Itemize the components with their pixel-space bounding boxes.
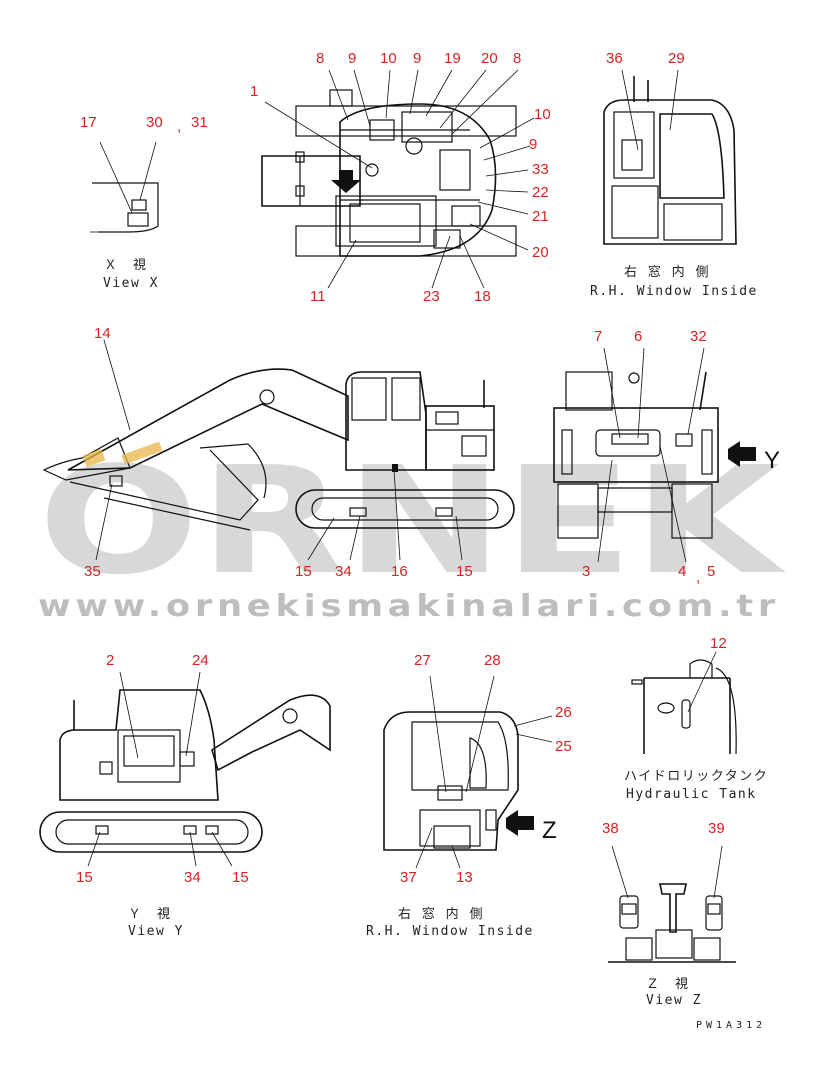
side-view-drawing xyxy=(42,339,515,561)
callout-15c: 15 xyxy=(76,869,93,886)
callout-17: 17 xyxy=(80,114,97,131)
callout-1: 1 xyxy=(250,83,258,100)
callout-23: 23 xyxy=(423,288,440,305)
callout-12: 12 xyxy=(710,635,727,652)
top-plan-view-drawing xyxy=(261,89,517,257)
rh-window-bottom-caption-jp: 右 窓 内 側 xyxy=(398,906,484,922)
view-z-letter: Z xyxy=(542,817,557,844)
callout-34a: 34 xyxy=(335,563,352,580)
callout-22: 22 xyxy=(532,184,549,201)
callout-15a: 15 xyxy=(295,563,312,580)
callout-10b: 10 xyxy=(534,106,551,123)
callout-28: 28 xyxy=(484,652,501,669)
view-x-caption-en: View X xyxy=(103,276,159,291)
callout-35: 35 xyxy=(84,563,101,580)
callout-9a: 9 xyxy=(348,50,356,67)
callout-39: 39 xyxy=(708,820,725,837)
view-x-caption-jp: Ｘ 視 xyxy=(104,258,148,273)
view-y-drawing xyxy=(39,671,331,867)
callout-3: 3 xyxy=(582,563,590,580)
callout-34b: 34 xyxy=(184,869,201,886)
rh-window-bottom-drawing xyxy=(383,675,553,869)
callout-4: 4 xyxy=(678,563,686,580)
callout-9b: 9 xyxy=(413,50,421,67)
rh-window-top-caption-jp: 右 窓 内 側 xyxy=(624,264,710,280)
view-z-drawing xyxy=(608,845,736,963)
callout-13: 13 xyxy=(456,869,473,886)
view-y-letter: Y xyxy=(764,447,780,474)
callout-36: 36 xyxy=(606,50,623,67)
callout-9c: 9 xyxy=(529,136,537,153)
callout-37: 37 xyxy=(400,869,417,886)
top-plan-leaders xyxy=(264,69,535,289)
callout-26: 26 xyxy=(555,704,572,721)
callout-33: 33 xyxy=(532,161,549,178)
callout-5: 5 xyxy=(707,563,715,580)
view-y-caption-en: View Y xyxy=(128,924,184,939)
rh-window-bottom-caption-en: R.H. Window Inside xyxy=(366,924,534,939)
callout-20b: 20 xyxy=(532,244,549,261)
callout-27: 27 xyxy=(414,652,431,669)
callout-15b: 15 xyxy=(456,563,473,580)
watermark: ORNEK www.ornekismakinalari.com.tr xyxy=(38,435,787,624)
rh-window-top-caption-en: R.H. Window Inside xyxy=(590,284,758,299)
callout-comma-2: , xyxy=(696,569,700,586)
callout-8b: 8 xyxy=(513,50,521,67)
callout-25: 25 xyxy=(555,738,572,755)
callout-comma: , xyxy=(177,118,181,135)
callout-6: 6 xyxy=(634,328,642,345)
hydraulic-tank-caption-en: Hydraulic Tank xyxy=(626,787,757,802)
callout-10a: 10 xyxy=(380,50,397,67)
view-z-caption-jp: Ｚ 視 xyxy=(646,977,690,992)
rear-view-drawing xyxy=(553,347,756,563)
callout-8a: 8 xyxy=(316,50,324,67)
callout-15d: 15 xyxy=(232,869,249,886)
drawing-code: PW1A312 xyxy=(696,1020,766,1031)
callout-20a: 20 xyxy=(481,50,498,67)
hydraulic-tank-drawing xyxy=(631,651,737,755)
view-x-drawing xyxy=(90,141,159,233)
view-y-caption-jp: Ｙ 視 xyxy=(128,907,172,922)
callout-11: 11 xyxy=(310,288,326,305)
watermark-url: www.ornekismakinalari.com.tr xyxy=(38,589,780,624)
callout-29: 29 xyxy=(668,50,685,67)
hydraulic-tank-caption-jp: ハイドロリックタンク xyxy=(624,769,768,784)
callout-24: 24 xyxy=(192,652,209,669)
watermark-brand: ORNEK xyxy=(38,435,787,607)
callout-38: 38 xyxy=(602,820,619,837)
callout-31: 31 xyxy=(191,114,208,131)
callout-19: 19 xyxy=(444,50,461,67)
callout-21: 21 xyxy=(532,208,549,225)
callout-18: 18 xyxy=(474,288,491,305)
callout-16: 16 xyxy=(391,563,408,580)
rh-window-top-drawing xyxy=(603,69,737,245)
callout-7: 7 xyxy=(594,328,602,345)
view-z-caption-en: View Z xyxy=(646,993,702,1008)
callout-30: 30 xyxy=(146,114,163,131)
callout-32: 32 xyxy=(690,328,707,345)
callout-14: 14 xyxy=(94,325,111,342)
callout-2: 2 xyxy=(106,652,114,669)
